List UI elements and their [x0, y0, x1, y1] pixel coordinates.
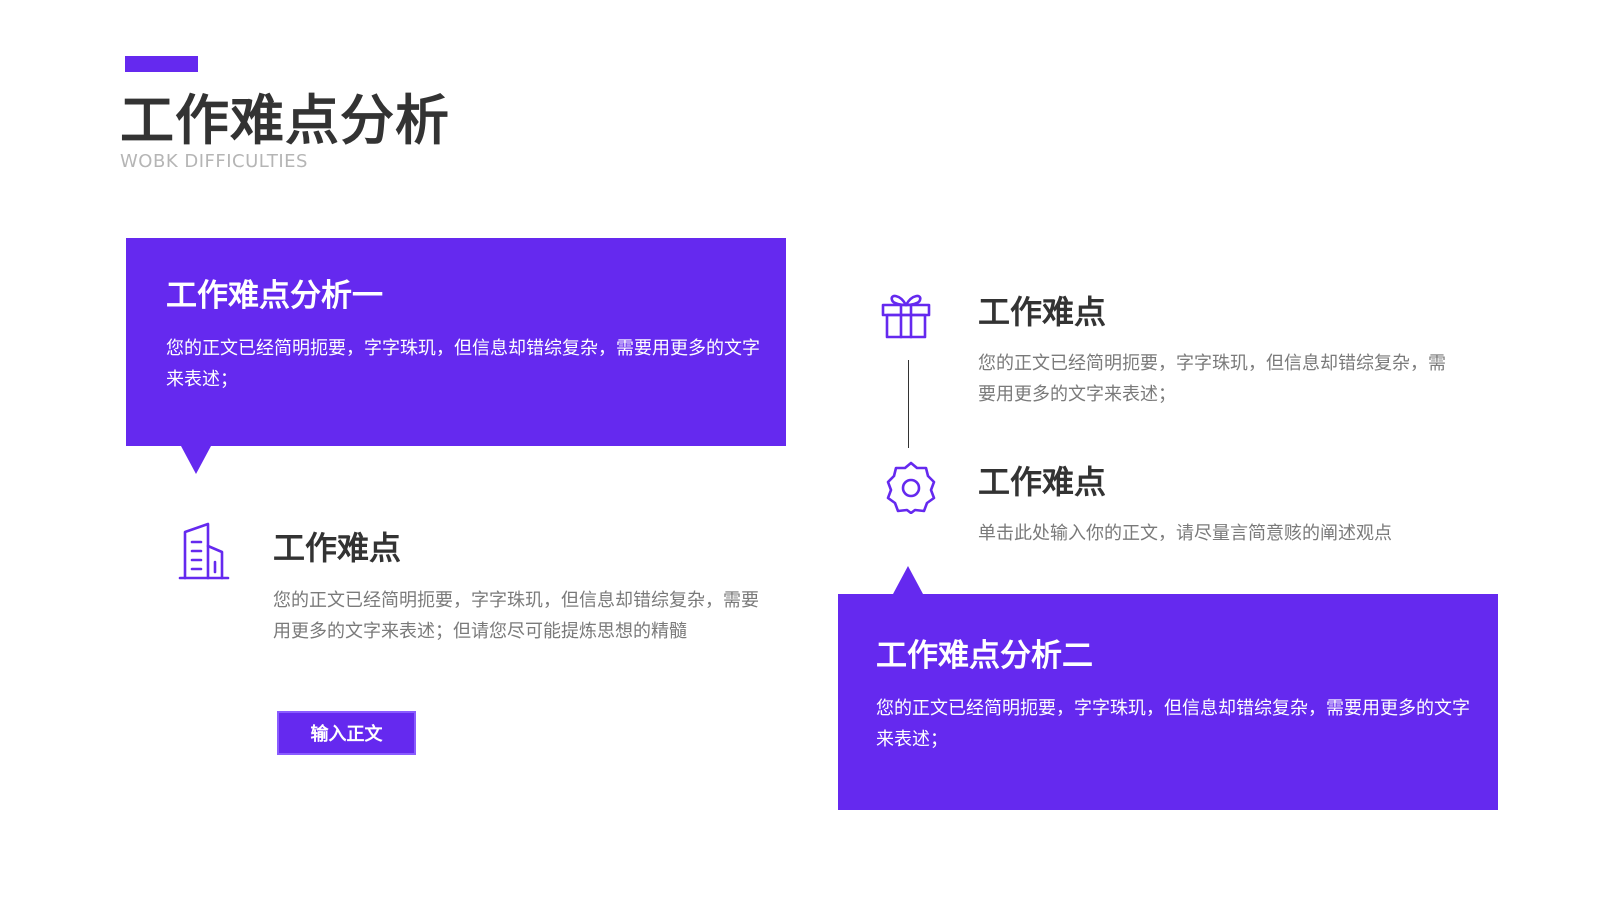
title-accent-bar	[125, 56, 198, 72]
icon-connector-line	[908, 360, 909, 448]
analysis-panel-one: 工作难点分析一 您的正文已经简明扼要，字字珠玑，但信息却错综复杂，需要用更多的文…	[126, 238, 786, 474]
item-gift-body: 您的正文已经简明扼要，字字珠玑，但信息却错综复杂，需要用更多的文字来表述；	[978, 353, 1446, 405]
panel-two-body: 您的正文已经简明扼要，字字珠玑，但信息却错综复杂，需要用更多的文字来表述；	[876, 698, 1470, 750]
item-building-body: 您的正文已经简明扼要，字字珠玑，但信息却错综复杂，需要用更多的文字来表述；但请您…	[273, 590, 759, 642]
panel-two-title: 工作难点分析二	[876, 638, 1093, 674]
item-gift-title: 工作难点	[978, 293, 1107, 331]
input-text-button[interactable]: 输入正文	[277, 711, 416, 755]
page-title: 工作难点分析	[120, 89, 450, 152]
panel-one-pointer	[181, 446, 211, 474]
building-icon	[178, 522, 230, 580]
analysis-panel-two: 工作难点分析二 您的正文已经简明扼要，字字珠玑，但信息却错综复杂，需要用更多的文…	[838, 566, 1498, 810]
panel-two-pointer	[893, 566, 923, 594]
panel-one-body: 您的正文已经简明扼要，字字珠玑，但信息却错综复杂，需要用更多的文字来表述；	[166, 338, 760, 390]
page-subtitle: WOBK DIFFICULTIES	[120, 151, 308, 172]
panel-one-title: 工作难点分析一	[166, 278, 383, 314]
item-gear-title: 工作难点	[978, 463, 1107, 501]
item-building-title: 工作难点	[273, 529, 402, 567]
gear-icon	[886, 461, 936, 514]
gift-icon	[881, 294, 931, 339]
item-gear-body: 单击此处输入你的正文，请尽量言简意赅的阐述观点	[978, 523, 1392, 544]
